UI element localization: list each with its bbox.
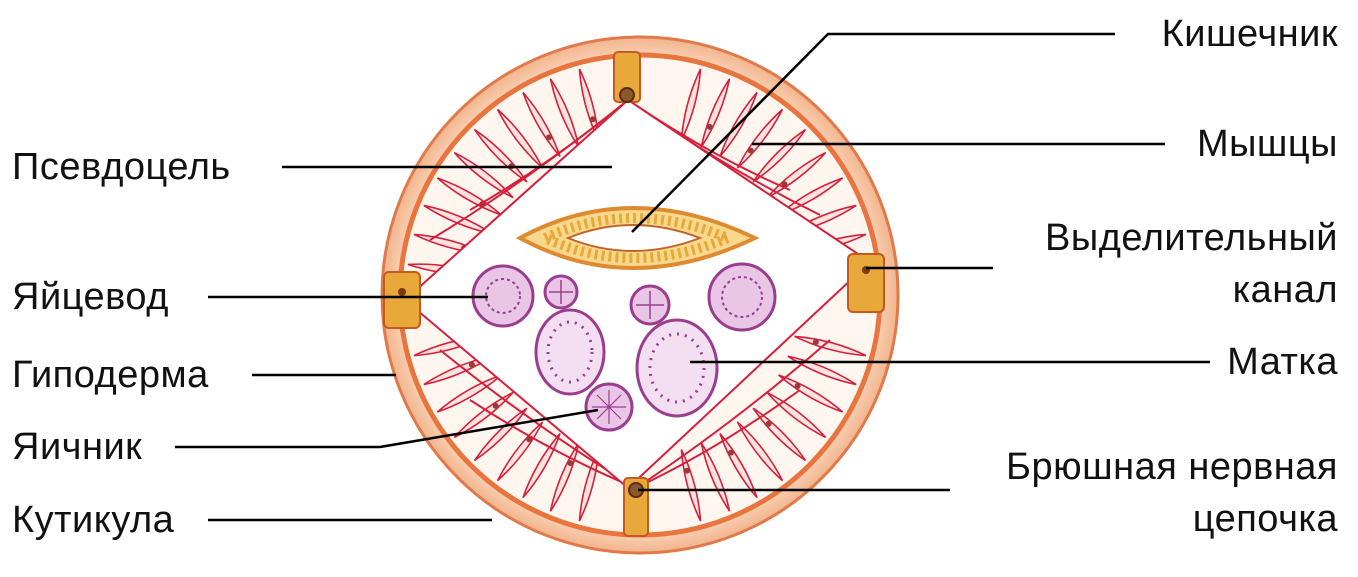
muscle-nucleus <box>546 134 552 140</box>
label-intestine: Кишечник <box>1162 12 1338 56</box>
label-uterus: Матка <box>1227 340 1338 384</box>
small-gonad-2 <box>631 286 669 324</box>
small-gonad-1 <box>545 276 577 308</box>
excretory-canal <box>848 254 884 312</box>
label-hypodermis: Гиподерма <box>12 353 209 397</box>
uterus <box>637 320 717 416</box>
muscle-nucleus <box>795 383 801 389</box>
label-excretory-canal-line1: Выделительный <box>1045 216 1338 260</box>
muscle-nucleus <box>748 148 754 154</box>
label-ventral-nerve-cord-line2: цепочка <box>1193 497 1338 541</box>
right-gonad <box>709 264 775 330</box>
muscle-nucleus <box>684 468 690 474</box>
left-lateral-cord <box>384 272 420 328</box>
label-ventral-nerve-cord-line1: Брюшная нервная <box>1006 445 1338 489</box>
label-oviduct: Яйцевод <box>12 275 169 319</box>
label-excretory-canal-line2: канал <box>1233 268 1338 312</box>
muscle-nucleus <box>813 339 819 345</box>
muscle-nucleus <box>707 124 713 130</box>
muscle-nucleus <box>728 450 734 456</box>
muscle-nucleus <box>469 362 475 368</box>
muscle-nucleus <box>493 403 499 409</box>
label-ovary: Яичник <box>12 425 142 469</box>
muscle-nucleus <box>766 421 772 427</box>
uterus-left <box>536 310 604 394</box>
muscle-nucleus <box>590 116 596 122</box>
label-muscles: Мышцы <box>1197 122 1338 166</box>
ovary <box>586 384 632 430</box>
label-pseudocoel: Псевдоцель <box>12 145 231 189</box>
label-cuticle: Кутикула <box>12 498 174 542</box>
muscle-nucleus <box>567 460 573 466</box>
